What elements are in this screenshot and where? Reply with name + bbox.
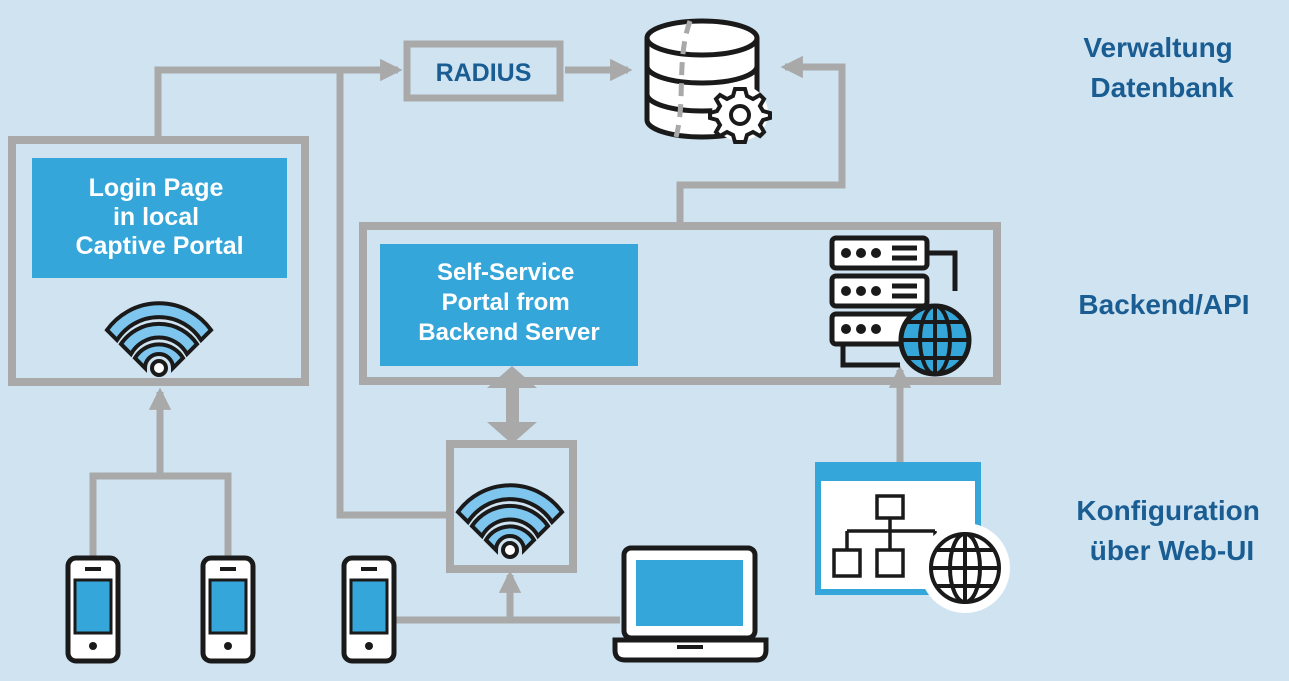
connector-portal-to-radius	[154, 58, 403, 140]
smartphone-icon	[65, 555, 121, 664]
connector-phones-junction	[89, 472, 232, 560]
login-page-label: Login Page in local Captive Portal	[75, 174, 243, 260]
side-labels: Verwaltung Datenbank Backend/API Konfigu…	[1076, 32, 1267, 566]
self-service-label: Self-Service Portal from Backend Server	[418, 259, 599, 346]
connector-lines	[89, 55, 912, 624]
captive-portal-panel: Login Page in local Captive Portal	[8, 136, 309, 386]
radius-box: RADIUS	[403, 40, 564, 102]
smartphone-icon	[200, 555, 256, 664]
radius-label: RADIUS	[436, 59, 532, 87]
backend-panel: Self-Service Portal from Backend Server	[359, 222, 1001, 385]
self-service-portal-box	[380, 244, 638, 366]
connector-backend-to-database	[676, 55, 846, 222]
config-layer-label: Konfiguration über Web-UI	[1076, 495, 1267, 566]
web-ui-sitemap-icon	[815, 462, 1010, 613]
backend-layer-label: Backend/API	[1078, 289, 1249, 320]
connector-accesspoint-to-radius	[336, 70, 450, 519]
access-point-box	[446, 440, 577, 573]
database-layer-label: Verwaltung Datenbank	[1083, 32, 1240, 103]
database-gear-icon	[644, 18, 772, 144]
server-globe-icon	[829, 235, 972, 377]
login-page-box	[32, 158, 287, 278]
wifi-icon	[104, 301, 214, 377]
wifi-icon	[455, 483, 565, 559]
laptop-icon	[612, 545, 769, 663]
smartphone-icon	[341, 555, 397, 664]
